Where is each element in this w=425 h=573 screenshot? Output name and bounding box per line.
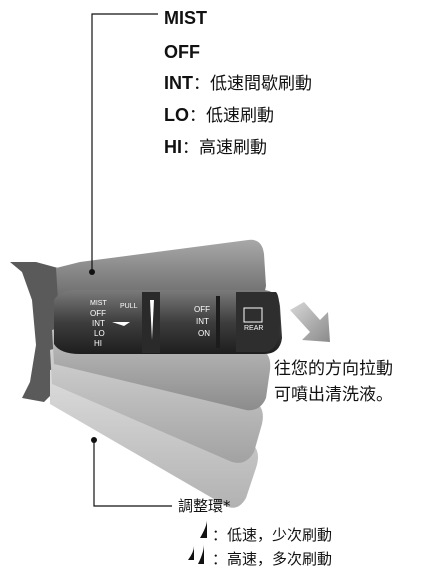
ring-leader-dot — [91, 437, 97, 443]
stalk-label-int-rear: INT — [196, 317, 209, 326]
mode-code: INT — [164, 73, 193, 93]
legend-text: 低速，少次刷動 — [227, 526, 333, 544]
stalk-label-on-rear: ON — [198, 329, 210, 338]
ring-indicator-icon — [150, 300, 154, 340]
main-stalk — [54, 290, 282, 354]
mode-separator: ： — [189, 106, 206, 126]
mode-description: 低速刷動 — [206, 106, 274, 126]
double-drop-icon — [188, 544, 204, 564]
mode-description: 低速間歇刷動 — [210, 74, 312, 94]
mode-code: OFF — [164, 42, 200, 62]
legend-row-slow: ：低速，少次刷動 — [212, 524, 332, 545]
mode-hi: HI：高速刷動 — [164, 137, 267, 158]
stalk-label-int: INT — [92, 319, 105, 328]
mode-leader-dot — [89, 269, 95, 275]
mode-separator: ： — [193, 74, 210, 94]
stalk-label-pull: PULL — [120, 303, 138, 310]
legend-text: 高速，多次刷動 — [227, 550, 333, 568]
ghost-stalk-1 — [56, 239, 266, 300]
mode-code: HI — [164, 137, 182, 157]
mode-code: MIST — [164, 8, 207, 28]
mode-int: INT：低速間歇刷動 — [164, 73, 312, 94]
mode-pointer-icon — [112, 322, 130, 326]
stalk-label-rear: REAR — [244, 325, 263, 332]
mode-leader-line — [91, 13, 158, 272]
stalk-label-hi: HI — [94, 339, 102, 348]
mode-description: 高速刷動 — [199, 138, 267, 158]
stalk-label-off: OFF — [90, 309, 106, 318]
legend-separator: ： — [212, 550, 228, 568]
adjust-ring-label: 調整環* — [178, 497, 231, 515]
stalk-label-lo: LO — [94, 329, 105, 338]
mode-off: OFF — [164, 42, 200, 63]
caption-line-1: 往您的方向拉動 — [274, 359, 393, 379]
pull-arrow-icon — [290, 302, 330, 342]
mode-separator: ： — [182, 138, 199, 158]
caption-line-2: 可噴出清洗液。 — [274, 385, 393, 405]
mode-lo: LO：低速刷動 — [164, 105, 274, 126]
mode-code: LO — [164, 105, 189, 125]
single-drop-icon — [200, 520, 207, 538]
legend-separator: ： — [212, 526, 228, 544]
legend-row-fast: ：高速，多次刷動 — [212, 548, 332, 569]
ring-leader-line — [93, 440, 172, 507]
rear-wiper-icon — [243, 307, 263, 323]
mode-mist: MIST — [164, 8, 207, 29]
stalk-label-mist: MIST — [90, 300, 107, 307]
stalk-label-off-rear: OFF — [194, 305, 210, 314]
